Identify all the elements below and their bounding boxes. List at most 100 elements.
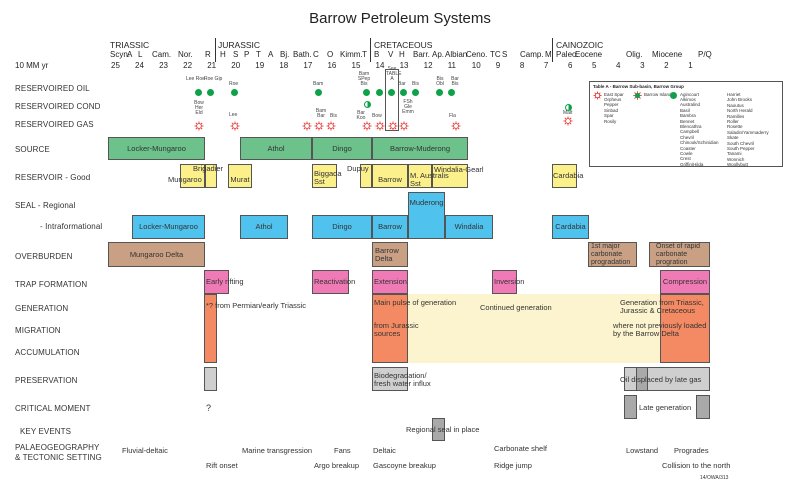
legend-field-name: Coaster	[680, 145, 696, 151]
legend-field-name: Griffin/Hilda	[680, 161, 704, 167]
reservoir-windalia-box	[432, 164, 468, 188]
cond-label: Bow Her Eld	[194, 100, 204, 116]
ma-tick: 7	[543, 61, 549, 70]
row-label-reservoir: RESERVOIR - Good	[15, 173, 91, 182]
legend-field-name: Crest	[680, 156, 691, 162]
overburden-onset-rapid-carbonate: Onset of rapid carbonate progration	[649, 242, 710, 267]
reservoir-biggada-label: Biggada Sst	[314, 169, 342, 186]
ma-tick: 23	[159, 61, 168, 70]
palaeo-ridge-jump: Ridge jump	[494, 461, 532, 470]
trap-inversion-box	[492, 270, 517, 294]
generation-main-bar	[372, 294, 408, 363]
source-locker-mungaroo: Locker-Mungaroo	[108, 137, 205, 160]
era-cainozoic: CAINOZOIC	[556, 40, 604, 50]
generation-late-label-2: where not previously loaded by the Barro…	[613, 321, 707, 338]
palaeo-rift-onset: Rift onset	[206, 461, 238, 470]
row-label-oil: RESERVOIRED OIL	[15, 84, 90, 93]
overburden-mungaroo-delta: Mungaroo Delta	[108, 242, 205, 267]
legend-field-name: Campbell	[680, 129, 700, 135]
seal-intra-barrow: Barrow	[372, 215, 408, 239]
oil-dot-icon	[207, 89, 214, 96]
legend-field-name: Cowle	[680, 151, 693, 157]
legend-field-name: Chevril	[680, 134, 695, 140]
stage-label: L	[138, 50, 143, 59]
legend-field-name: Blencathra	[680, 124, 702, 130]
palaeo-argo-breakup: Argo breakup	[314, 461, 360, 470]
legend-field-name: Bennet	[680, 118, 695, 124]
ma-tick: 1	[688, 61, 693, 70]
ma-tick: 17	[303, 61, 313, 70]
legend-field-name: Orpheus	[604, 97, 622, 102]
reservoir-barrow: Barrow	[372, 164, 408, 188]
row-label-source: SOURCE	[15, 145, 50, 154]
ma-tick: 12	[423, 61, 433, 70]
ma-tick: 10	[471, 61, 481, 70]
stage-label: A	[127, 50, 133, 59]
row-label-trap: TRAP FORMATION	[15, 280, 88, 289]
ma-tick: 19	[255, 61, 265, 70]
gas-label: Lee	[229, 112, 238, 118]
stage-label: Miocene	[652, 50, 683, 59]
era-divider	[370, 38, 371, 62]
stage-label: Camp.	[520, 50, 544, 59]
legend-field-name: Bambra	[680, 113, 696, 119]
legend-field-name: Woollybutt	[727, 162, 748, 168]
gas-icon	[399, 121, 409, 131]
preservation-early-bar	[204, 367, 217, 391]
palaeo-collision-north: Collision to the north	[662, 461, 731, 470]
stage-label: Nor.	[178, 50, 193, 59]
gas-icon	[451, 121, 461, 131]
generation-main-pulse-label: Main pulse of generation	[374, 298, 457, 307]
generation-early-label: *? from Permian/early Triassic	[206, 301, 307, 310]
ma-tick: 4	[616, 61, 621, 70]
stage-label: T	[256, 50, 261, 59]
era-divider	[215, 38, 216, 62]
trap-early-rifting-box	[204, 270, 229, 294]
critical-late-generation-label: Late generation	[639, 403, 692, 412]
gas-icon	[194, 121, 204, 131]
ma-tick: 11	[447, 61, 456, 70]
row-label-cond: RESERVOIRED COND	[15, 102, 101, 111]
row-label-palaeo-2: & TECTONIC SETTING	[15, 453, 102, 462]
gas-label: Bow	[372, 113, 382, 119]
oil-dot-icon	[400, 89, 407, 96]
era-cretaceous: CRETACEOUS	[374, 40, 433, 50]
continued-generation-band	[408, 294, 660, 363]
critical-bar-right	[696, 395, 710, 419]
stage-label: TC	[490, 50, 501, 59]
preservation-oil-displaced-label: Oil displaced by late gas	[620, 375, 702, 384]
reservoir-cardabia-label: Cardabia	[553, 171, 584, 180]
trap-reactivation-label: Reactivation	[314, 277, 356, 286]
legend-field-name: Wonnich	[727, 156, 745, 162]
ma-tick: 2	[664, 61, 669, 70]
oil-dot-icon	[436, 89, 443, 96]
gas-icon	[375, 121, 385, 131]
critical-bar-left	[624, 395, 637, 419]
gas-icon	[302, 121, 312, 131]
figure-id: 14/OWA/313	[700, 475, 729, 481]
legend-field-name: Sinbad	[604, 107, 619, 113]
palaeo-progrades: Progrades	[674, 446, 709, 455]
oil-label: Bam SPep Bis	[357, 71, 371, 87]
legend-field-name: North Herald	[727, 108, 753, 114]
row-label-overburden: OVERBURDEN	[15, 252, 73, 261]
palaeo-deltaic: Deltaic	[373, 446, 396, 455]
gas-icon	[314, 121, 324, 131]
era-jurassic: JURASSIC	[218, 40, 261, 50]
trap-extension-box	[372, 270, 408, 294]
row-label-critical: CRITICAL MOMENT	[15, 404, 91, 413]
legend-mixed-label: Barrow Island	[644, 92, 672, 97]
stage-label: P/Q	[698, 50, 712, 59]
ma-tick: 18	[279, 61, 289, 70]
gas-icon	[230, 121, 240, 131]
row-label-palaeo-1: PALAEOGEOGRAPHY	[15, 443, 100, 452]
legend-field-name: Harriet	[727, 92, 741, 97]
preservation-dark-bar	[636, 367, 648, 391]
ma-label: 10 MM yr	[15, 61, 49, 70]
oil-dot-icon	[448, 89, 455, 96]
condensate-icon	[565, 104, 572, 111]
legend-table: Table A - Barrow Sub-basin, Barrow Group…	[589, 81, 783, 167]
gas-icon	[362, 121, 372, 131]
stage-label: Bath.	[293, 50, 312, 59]
